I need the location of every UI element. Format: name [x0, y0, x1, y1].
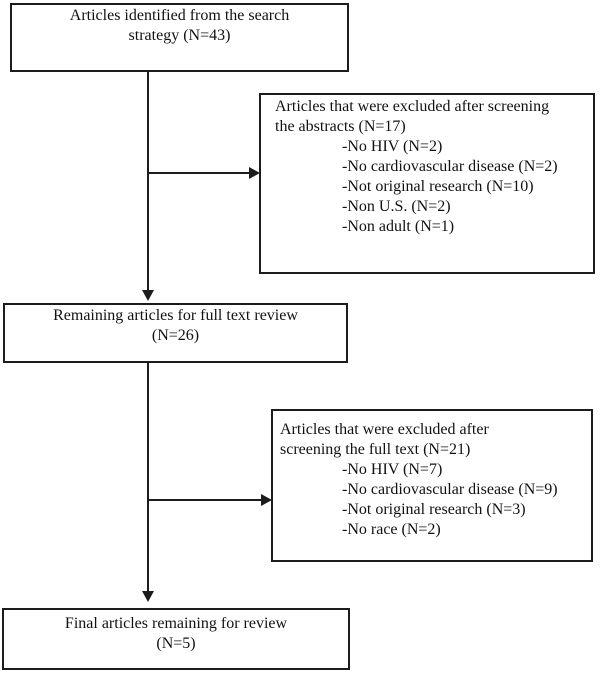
- arrowhead-right-into-fulltext-exclusions: [261, 494, 272, 506]
- box-text-line: Articles identified from the search: [69, 7, 290, 24]
- exclusion-item: -Not original research (N=3): [342, 501, 526, 518]
- arrowhead-down-into-final: [142, 591, 154, 602]
- exclusion-header-line: Articles that were excluded after screen…: [275, 98, 550, 115]
- exclusion-item: -No race (N=2): [342, 521, 441, 538]
- box-text-line: strategy (N=43): [128, 27, 231, 44]
- flow-line-identified-to-remaining: [147, 72, 149, 290]
- exclusion-item: -Non adult (N=1): [342, 218, 455, 235]
- exclusion-item: -Not original research (N=10): [342, 178, 534, 195]
- exclusion-item: -No cardiovascular disease (N=9): [342, 481, 558, 498]
- box-text-line: Remaining articles for full text review: [53, 307, 298, 324]
- arrowhead-right-into-abstract-exclusions: [249, 167, 260, 179]
- arrowhead-down-into-remaining: [142, 290, 154, 301]
- box-excluded-after-abstract-screening: Articles that were excluded after screen…: [259, 93, 595, 274]
- branch-line-to-abstract-exclusions: [148, 172, 249, 174]
- box-final-articles: Final articles remaining for review (N=5…: [2, 608, 350, 670]
- exclusion-header-line: Articles that were excluded after: [280, 421, 489, 438]
- exclusion-item: -No cardiovascular disease (N=2): [342, 158, 558, 175]
- exclusion-item: -No HIV (N=2): [342, 138, 443, 155]
- box-text-line: (N=5): [156, 635, 196, 652]
- box-excluded-after-fulltext-screening: Articles that were excluded after screen…: [271, 409, 593, 562]
- exclusion-header-line: screening the full text (N=21): [280, 441, 471, 458]
- box-text-line: Final articles remaining for review: [64, 615, 288, 632]
- branch-line-to-fulltext-exclusions: [148, 499, 261, 501]
- box-articles-identified: Articles identified from the search stra…: [10, 3, 349, 72]
- box-text-line: (N=26): [151, 327, 200, 344]
- exclusion-item: -No HIV (N=7): [342, 461, 443, 478]
- exclusion-item: -Non U.S. (N=2): [342, 198, 451, 215]
- box-remaining-full-text-review: Remaining articles for full text review …: [3, 303, 348, 363]
- exclusion-header-line: the abstracts (N=17): [275, 118, 406, 135]
- flow-line-remaining-to-final: [147, 363, 149, 591]
